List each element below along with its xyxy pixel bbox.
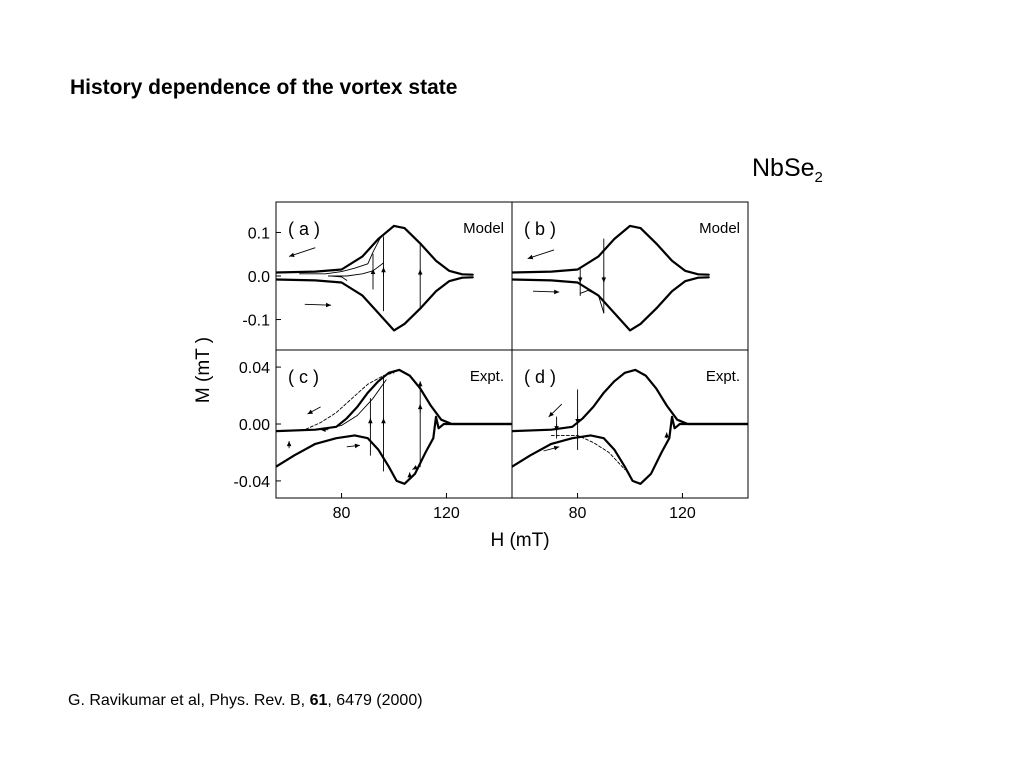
- arrow-head-c-9: [412, 465, 418, 470]
- panel-curves-a: [276, 224, 474, 332]
- arrow-head-c-4: [368, 418, 373, 424]
- x-axis-label: H (mT): [490, 530, 549, 551]
- arrow-head-a-1: [326, 302, 332, 308]
- panel-curves-c: [276, 368, 512, 485]
- arrow-head-c-5: [381, 418, 386, 424]
- curve-a-3: [327, 262, 384, 277]
- arrow-head-b-2: [577, 277, 583, 283]
- y-tick-label-a-0: 0.1: [248, 225, 270, 242]
- curve-b-1: [512, 276, 710, 332]
- curve-a-4: [330, 275, 348, 281]
- panel-tag-c: Expt.: [470, 368, 504, 385]
- arrow-head-c-7: [417, 381, 423, 387]
- arrow-head-d-4: [664, 432, 669, 438]
- arrow-head-c-8: [407, 472, 412, 478]
- panel-label-d: ( d ): [524, 367, 556, 387]
- curve-b-0: [512, 224, 710, 276]
- curve-c-0: [276, 368, 512, 433]
- curve-a-1: [276, 276, 474, 332]
- y-tick-label-a-2: -0.1: [242, 313, 270, 330]
- arrow-head-d-3: [575, 419, 580, 424]
- y-tick-label-c-1: 0.00: [239, 417, 270, 434]
- curve-a-0: [276, 224, 474, 276]
- panel-tag-b: Model: [699, 220, 740, 237]
- citation-authors: G. Ravikumar et al, Phys. Rev. B,: [68, 692, 310, 709]
- curve-c-2: [276, 372, 395, 432]
- curve-c-1: [276, 415, 512, 485]
- citation-volume: 61: [309, 692, 328, 709]
- arrow-head-a-4: [417, 269, 423, 275]
- arrow-head-b-1: [554, 289, 560, 295]
- panel-label-c: ( c ): [288, 367, 319, 387]
- arrow-head-a-2: [370, 269, 376, 274]
- x-tick-label-d-0: 80: [569, 505, 587, 522]
- arrow-head-c-0: [307, 409, 313, 414]
- arrow-head-d-0: [548, 411, 554, 417]
- x-tick-label-c-1: 120: [433, 505, 460, 522]
- y-tick-label-c-0: 0.04: [239, 360, 270, 377]
- curve-d-2: [550, 434, 626, 470]
- panel-label-a: ( a ): [288, 219, 320, 239]
- y-tick-label-c-2: -0.04: [234, 474, 271, 491]
- material-formula-subscript: 2: [814, 169, 823, 186]
- material-label: NbSe2: [752, 154, 823, 186]
- citation-rest: , 6479 (2000): [327, 692, 423, 709]
- arrow-head-d-2: [554, 426, 559, 432]
- citation: G. Ravikumar et al, Phys. Rev. B, 61, 64…: [68, 692, 423, 710]
- panel-curves-b: [512, 224, 710, 332]
- arrow-head-c-3: [320, 427, 326, 432]
- y-axis-label: M (mT ): [193, 337, 214, 403]
- panel-label-b: ( b ): [524, 219, 556, 239]
- y-tick-label-a-1: 0.0: [248, 269, 270, 286]
- curve-d-1: [512, 415, 748, 485]
- arrow-head-b-3: [601, 277, 607, 283]
- x-tick-label-d-1: 120: [669, 505, 696, 522]
- x-tick-label-c-0: 80: [333, 505, 351, 522]
- arrow-head-c-1: [354, 443, 360, 449]
- arrow-head-c-6: [417, 404, 423, 410]
- arrow-head-c-2: [286, 441, 292, 447]
- arrow-head-b-0: [527, 254, 534, 260]
- arrow-head-a-3: [381, 267, 386, 273]
- slide-title: History dependence of the vortex state: [70, 76, 458, 99]
- curve-c-3: [320, 379, 387, 431]
- arrow-head-d-1: [553, 445, 560, 451]
- panel-tag-a: Model: [463, 220, 504, 237]
- panel-tag-d: Expt.: [706, 368, 740, 385]
- curve-b-3: [579, 289, 605, 314]
- material-formula-base: NbSe: [752, 154, 815, 182]
- curve-a-2: [299, 236, 382, 275]
- arrow-head-a-0: [289, 252, 295, 257]
